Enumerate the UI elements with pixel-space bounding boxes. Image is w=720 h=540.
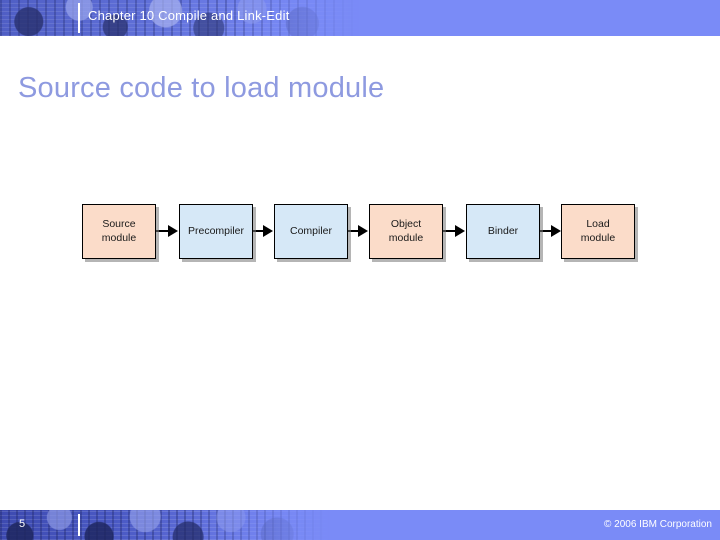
connector-compiler-to-object-module bbox=[348, 230, 361, 232]
node-precompiler-label-1: Precompiler bbox=[187, 224, 245, 237]
arrowhead-object-module bbox=[358, 225, 368, 237]
arrowhead-compiler bbox=[263, 225, 273, 237]
node-object-module-label-2: module bbox=[388, 231, 424, 244]
connector-binder-to-load-module bbox=[540, 230, 554, 232]
node-source-module-label-2: module bbox=[101, 231, 137, 244]
footer-divider bbox=[78, 514, 80, 536]
node-load-module-label-2: module bbox=[580, 231, 616, 244]
node-load-module: Load module bbox=[561, 204, 635, 259]
connector-source-module-to-precompiler bbox=[156, 230, 171, 232]
footer-band: 5 © 2006 IBM Corporation bbox=[0, 510, 720, 540]
node-source-module: Source module bbox=[82, 204, 156, 259]
node-precompiler: Precompiler bbox=[179, 204, 253, 259]
arrowhead-precompiler bbox=[168, 225, 178, 237]
node-source-module-label-1: Source bbox=[102, 218, 136, 231]
node-load-module-label-1: Load bbox=[586, 218, 610, 231]
node-object-module-label-1: Object bbox=[390, 218, 422, 231]
chapter-title: Chapter 10 Compile and Link-Edit bbox=[88, 8, 290, 23]
copyright-notice: © 2006 IBM Corporation bbox=[604, 519, 712, 530]
arrowhead-binder bbox=[455, 225, 465, 237]
header-band: Chapter 10 Compile and Link-Edit bbox=[0, 0, 720, 36]
header-divider bbox=[78, 3, 80, 33]
arrowhead-load-module bbox=[551, 225, 561, 237]
connector-object-module-to-binder bbox=[443, 230, 458, 232]
node-compiler-label-1: Compiler bbox=[289, 224, 332, 237]
header-texture-graphic bbox=[0, 0, 360, 36]
footer-texture-graphic bbox=[0, 510, 330, 540]
node-compiler: Compiler bbox=[274, 204, 348, 259]
node-object-module: Object module bbox=[369, 204, 443, 259]
page-number: 5 bbox=[19, 518, 26, 530]
node-binder: Binder bbox=[466, 204, 540, 259]
page-title: Source code to load module bbox=[18, 72, 385, 104]
node-binder-label-1: Binder bbox=[487, 224, 519, 237]
connector-precompiler-to-compiler bbox=[253, 230, 266, 232]
